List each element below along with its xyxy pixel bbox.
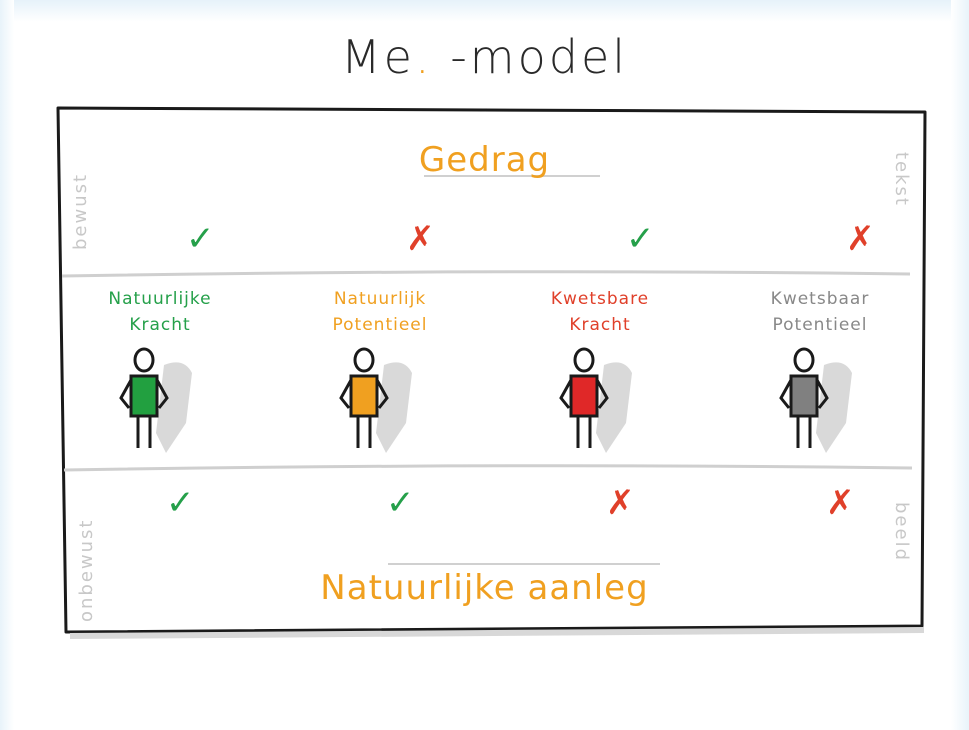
- figure-legs: [796, 416, 812, 448]
- figure-head: [793, 347, 815, 373]
- side-label-tekst: tekst: [891, 152, 912, 207]
- figure-body: [349, 374, 379, 418]
- figure-head: [573, 347, 595, 373]
- figure-shadow: [596, 362, 632, 453]
- divider-bottom: [63, 464, 913, 472]
- frame-shadow: [69, 627, 925, 639]
- gedrag-mark-2: ✗: [406, 219, 435, 259]
- side-label-bewust: bewust: [70, 172, 91, 250]
- person-figure-1: [119, 347, 192, 453]
- side-label-onbewust: onbewust: [76, 518, 97, 623]
- figure-legs: [136, 416, 152, 448]
- category-label-line2: Kracht: [129, 315, 191, 335]
- aanleg-mark-1: ✓: [166, 483, 195, 523]
- diagram-title: Me. -model: [340, 30, 629, 84]
- category-label-line1: Natuurlijke: [108, 289, 212, 309]
- gedrag-label: Gedrag: [418, 140, 551, 180]
- category-label-line1: Natuurlijk: [333, 289, 427, 309]
- aanleg-mark-3: ✗: [606, 483, 635, 523]
- figure-body: [789, 374, 819, 418]
- background-top: [0, 0, 969, 22]
- category-label-line2: Potentieel: [772, 315, 868, 335]
- gedrag-mark-1: ✓: [186, 219, 215, 259]
- person-figure-4: [779, 347, 852, 453]
- figure-arms: [339, 379, 389, 409]
- background-left: [0, 0, 14, 730]
- aanleg-label: Natuurlijke aanleg: [320, 568, 649, 608]
- figure-shadow: [816, 362, 852, 453]
- person-figure-2: [339, 347, 412, 453]
- category-label-line2: Potentieel: [332, 315, 428, 335]
- figure-head: [133, 347, 155, 373]
- divider-top: [61, 270, 911, 278]
- figure-shadow: [376, 362, 412, 453]
- figure-arms: [779, 379, 829, 409]
- category-label-line1: Kwetsbare: [550, 289, 650, 309]
- figure-body: [569, 374, 599, 418]
- figure-shadow: [156, 362, 192, 453]
- figure-legs: [356, 416, 372, 448]
- gedrag-mark-4: ✗: [846, 219, 875, 259]
- person-figure-3: [559, 347, 632, 453]
- category-label-line1: Kwetsbaar: [770, 289, 870, 309]
- figure-legs: [576, 416, 592, 448]
- aanleg-mark-4: ✗: [826, 483, 855, 523]
- figure-arms: [119, 379, 169, 409]
- background-right: [951, 0, 969, 730]
- aanleg-mark-2: ✓: [386, 483, 415, 523]
- side-label-beeld: beeld: [891, 502, 912, 563]
- figure-body: [129, 374, 159, 418]
- figure-head: [353, 347, 375, 373]
- category-label-line2: Kracht: [569, 315, 631, 335]
- frame-border: [56, 106, 927, 634]
- gedrag-mark-3: ✓: [626, 219, 655, 259]
- figure-arms: [559, 379, 609, 409]
